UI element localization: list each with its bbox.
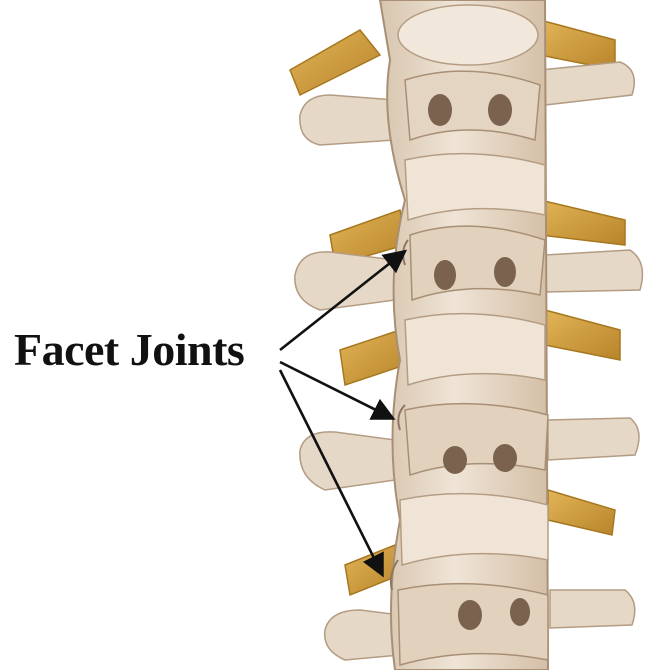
nerve-root-upper-left: [290, 30, 380, 95]
nerve-root-upper-right: [540, 20, 615, 70]
nerve-root-mid-right-2: [545, 310, 620, 360]
facet-joints-label: Facet Joints: [14, 327, 244, 373]
nerve-root-mid-right-1: [540, 200, 625, 245]
vertebral-column: [380, 0, 548, 670]
nerve-root-lower-right: [548, 490, 615, 535]
nerve-root-lower-left: [340, 330, 405, 385]
